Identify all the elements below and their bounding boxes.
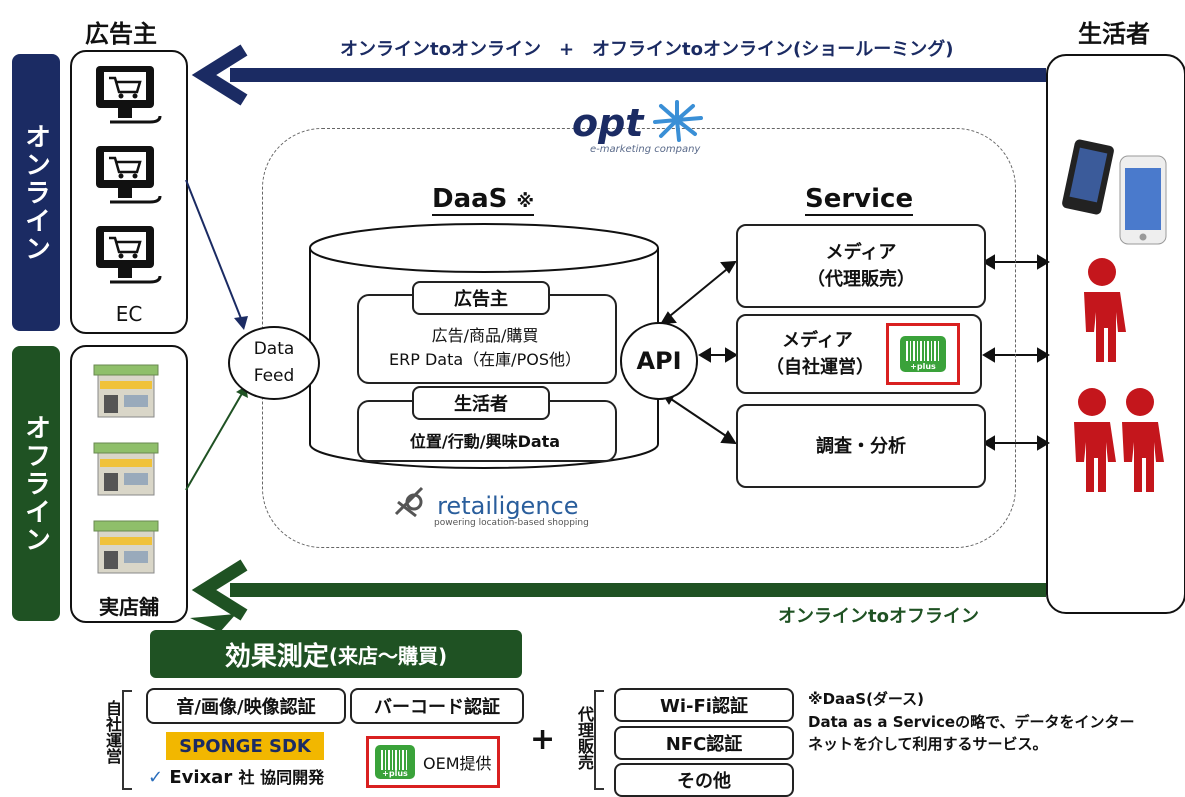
wifi-auth: Wi-Fi認証 <box>614 688 794 722</box>
media-agency-line1: メディア <box>825 242 897 263</box>
measurement-suffix: (来店〜購買) <box>328 643 448 668</box>
note-line2: Data as a Serviceの略で、データをインター <box>808 712 1135 731</box>
data-feed-node: Data Feed <box>228 326 320 400</box>
advertiser-data-tab: 広告主 <box>412 281 550 315</box>
barcode-plus-label: +plus <box>910 362 936 371</box>
service-title: Service <box>805 184 914 216</box>
evixar-check-icon: ✓ <box>148 767 164 788</box>
daas-mark: ※ <box>516 191 534 212</box>
evixar-logo: ✓ Evixar 社 協同開発 <box>148 764 324 788</box>
oem-barcode-icon: +plus <box>375 745 415 779</box>
own-bracket <box>122 690 132 790</box>
ec-column: EC <box>70 50 188 334</box>
research-box: 調査・分析 <box>736 404 986 488</box>
person-icon <box>1074 258 1164 492</box>
data-feed-line1: Data <box>253 338 295 359</box>
api-node: API <box>620 322 698 400</box>
advertiser-data-line2: ERP Data（在庫/POS他） <box>389 350 581 369</box>
oem-plus-label: +plus <box>382 769 408 778</box>
barcode-icon: +plus <box>900 336 946 372</box>
media-agency-box: メディア （代理販売） <box>736 224 986 308</box>
oem-label: OEM提供 <box>423 754 492 773</box>
daas-title-text: DaaS <box>432 184 508 214</box>
retailigence-tagline: powering location-based shopping <box>434 518 589 528</box>
top-flow-arrow <box>230 68 1046 82</box>
bottom-flow-label: オンラインtoオフライン <box>778 606 979 627</box>
smartphones-icon <box>1062 139 1167 245</box>
retailigence-logo: retailigence <box>392 484 579 520</box>
own-label: 自社運営 <box>103 700 122 764</box>
advertiser-header: 広告主 <box>85 20 157 48</box>
consumer-header: 生活者 <box>1078 20 1150 48</box>
daas-note: ※DaaS(ダース) Data as a Serviceの略で、データをインター… <box>808 688 1134 756</box>
nfc-auth: NFC認証 <box>614 726 794 760</box>
oem-box: +plus OEM提供 <box>366 736 500 788</box>
opt-starburst-icon <box>652 100 703 142</box>
online-band: オンライン <box>12 54 60 331</box>
other-auth: その他 <box>614 763 794 797</box>
store-label: 実店舗 <box>99 595 159 619</box>
barcode-auth: バーコード認証 <box>350 688 524 724</box>
offline-band: オフライン <box>12 346 60 621</box>
opt-logo-text: opt <box>572 101 644 145</box>
plus-sign: + <box>530 722 556 757</box>
audio-visual-auth: 音/画像/映像認証 <box>146 688 346 724</box>
computer-cart-icon <box>96 66 162 284</box>
plus-barcode-logo: +plus <box>886 323 960 385</box>
measurement-title: 効果測定 <box>224 641 329 672</box>
measurement-banner: 効果測定 (来店〜購買) <box>150 630 522 678</box>
store-column: 実店舗 <box>70 345 188 623</box>
agency-bracket <box>594 690 604 790</box>
retailigence-pin-icon <box>394 486 424 518</box>
data-feed-line2: Feed <box>253 366 295 386</box>
evixar-suffix: 社 協同開発 <box>238 768 325 787</box>
retailigence-text: retailigence <box>437 492 579 520</box>
sponge-sdk-logo: SPONGE SDK <box>166 732 324 760</box>
top-flow-label: オンラインtoオンライン + オフラインtoオンライン(ショールーミング) <box>340 39 954 60</box>
media-own-line2: （自社運営） <box>766 357 874 378</box>
ec-label: EC <box>115 302 143 326</box>
consumer-data-line: 位置/行動/興味Data <box>409 432 561 451</box>
evixar-name: Evixar <box>169 767 233 788</box>
daas-title: DaaS ※ <box>432 184 534 216</box>
consumer-data-tab: 生活者 <box>412 386 550 420</box>
opt-logo: opt <box>572 98 705 145</box>
note-line1: ※DaaS(ダース) <box>808 690 925 708</box>
media-agency-line2: （代理販売） <box>807 269 915 290</box>
store-icon <box>93 364 159 574</box>
opt-tagline: e-marketing company <box>590 144 701 155</box>
agency-label: 代理販売 <box>575 706 594 770</box>
bottom-flow-arrow <box>230 583 1046 597</box>
advertiser-data-line1: 広告/商品/購買 <box>431 326 539 345</box>
media-own-line1: メディア <box>782 330 853 351</box>
note-line3: ネットを介して利用するサービス。 <box>808 735 1048 753</box>
